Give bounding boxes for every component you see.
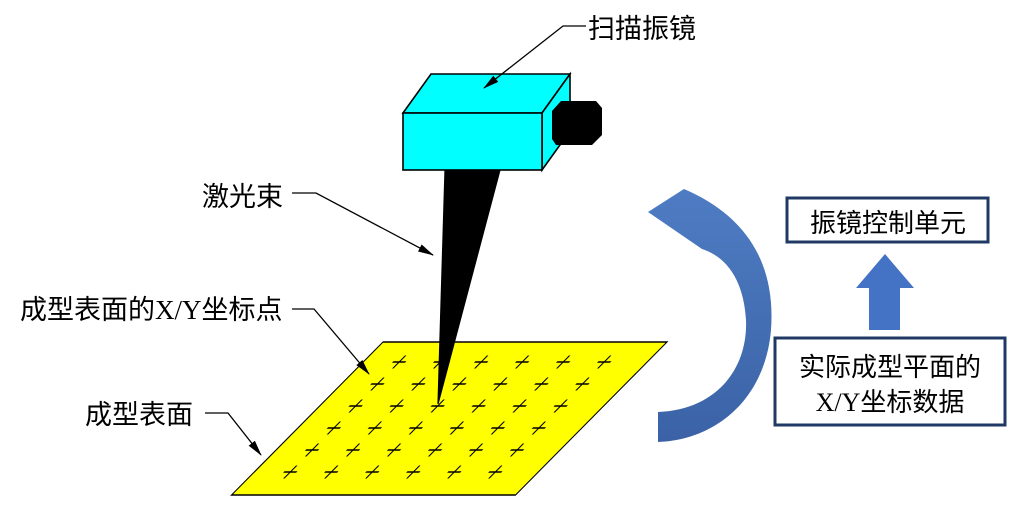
- coordinate-data-line2: X/Y坐标数据: [816, 388, 965, 417]
- forming-surface: [230, 341, 669, 496]
- control-unit-box: [785, 196, 990, 244]
- scanner-leader-line: [483, 25, 586, 89]
- surface-leader-line: [205, 412, 262, 456]
- scanner-head: [401, 71, 602, 173]
- laser-label: 激光束: [202, 182, 283, 212]
- scanner-label: 扫描振镜: [588, 14, 696, 44]
- scanner-top-face: [401, 73, 572, 114]
- forming-surface-plane: [230, 341, 669, 496]
- up-arrow: [856, 254, 914, 330]
- surface-label: 成型表面: [85, 400, 193, 430]
- control-unit-label: 振镜控制单元: [810, 209, 966, 238]
- laser-leader-line: [292, 192, 434, 256]
- feedback-curved-arrow: [648, 189, 772, 442]
- surface-points-leader-line: [292, 308, 370, 375]
- scanner-front-face: [402, 112, 543, 171]
- coordinate-data-box: [773, 336, 1007, 427]
- camera-block: [552, 101, 602, 145]
- surface-points-label: 成型表面的X/Y坐标点: [20, 295, 283, 325]
- coordinate-data-line1: 实际成型平面的: [799, 353, 981, 382]
